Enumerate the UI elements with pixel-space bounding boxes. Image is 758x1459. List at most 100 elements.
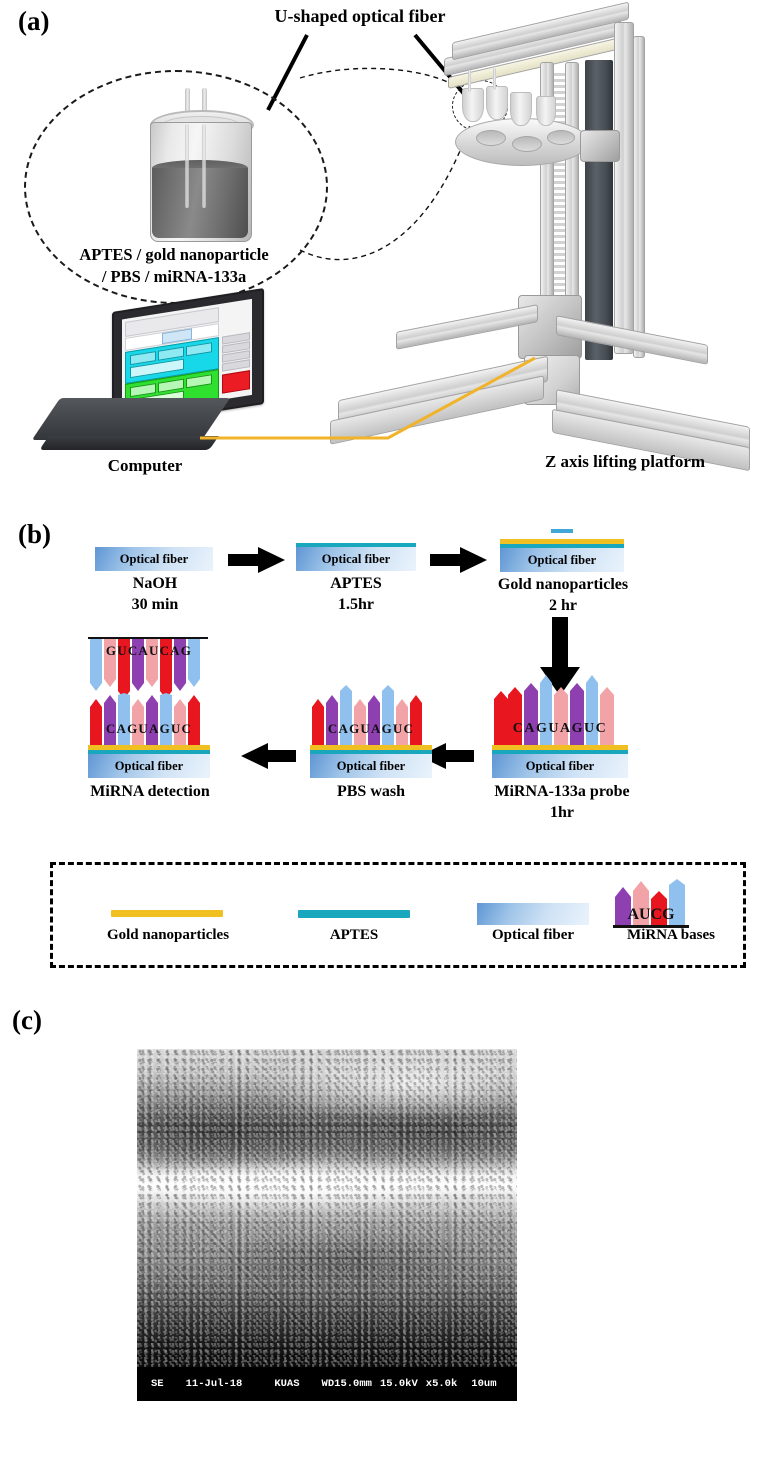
fiber-leg-left bbox=[185, 88, 190, 124]
step3-name: Gold nanoparticles bbox=[497, 576, 629, 593]
step5-fiber-text: Optical fiber bbox=[336, 758, 406, 773]
step6-sequence: CAGUAGUC bbox=[105, 721, 193, 736]
step4-sequence: CAGUAGUC bbox=[512, 721, 608, 736]
carousel-mount-bracket bbox=[580, 130, 620, 162]
step3-fiber-block: Optical fiber bbox=[500, 548, 624, 572]
right-vertical-extrusion bbox=[614, 22, 634, 354]
laptop-base bbox=[39, 436, 219, 450]
legend-bases-swatch: AUCG bbox=[613, 879, 689, 928]
step3-gold-layer bbox=[500, 539, 624, 544]
sem-date: 11-Jul-18 bbox=[185, 1378, 243, 1390]
fiber-in-liquid-left bbox=[185, 124, 189, 208]
step5-gold-layer bbox=[310, 745, 432, 750]
legend-aptes-label: APTES bbox=[329, 927, 379, 943]
screw-guide-right bbox=[565, 62, 579, 314]
vial-liquid bbox=[152, 168, 248, 238]
step1-time: 30 min bbox=[131, 596, 179, 613]
step5-sequence: CAGUAGUC bbox=[327, 721, 415, 736]
arrow-step5-to-step6 bbox=[241, 743, 296, 769]
step5-name: PBS wash bbox=[336, 783, 406, 800]
panel-b-label: (b) bbox=[18, 519, 51, 549]
arrow-step3-to-step4 bbox=[540, 617, 580, 696]
vial-on-carousel-3 bbox=[510, 92, 532, 126]
right-vertical-extrusion-outer bbox=[633, 36, 645, 358]
panel-b: (b) Optical fiber NaOH 30 min Optical fi… bbox=[0, 505, 758, 975]
carousel-hole-2 bbox=[512, 136, 542, 152]
svg-text:AUCG: AUCG bbox=[627, 906, 675, 923]
arrow-step1-to-step2 bbox=[228, 547, 285, 573]
step3-probe-marker bbox=[551, 529, 573, 533]
sem-brightness-bands bbox=[137, 1049, 517, 1401]
legend-gold-label: Gold nanoparticles bbox=[106, 927, 230, 943]
carousel-fiber-2 bbox=[493, 68, 496, 90]
sem-image: SE 11-Jul-18 KUAS WD15.0mm 15.0kV x5.0k … bbox=[137, 1049, 517, 1401]
step1-name: NaOH bbox=[132, 575, 178, 592]
step6-fiber-text: Optical fiber bbox=[114, 758, 184, 773]
sem-institution: KUAS bbox=[274, 1378, 300, 1390]
base-cross-brace-left bbox=[396, 304, 538, 350]
legend-box: Gold nanoparticles APTES Optical fiber A… bbox=[50, 862, 746, 968]
vial-on-carousel-4 bbox=[536, 96, 556, 126]
sem-signal-mode: SE bbox=[151, 1378, 164, 1390]
step2-time: 1.5hr bbox=[338, 596, 374, 613]
step4-time: 1hr bbox=[550, 804, 574, 821]
callout-title-u-shaped-fiber: U-shaped optical fiber bbox=[274, 6, 446, 26]
step6-target-backbone bbox=[88, 637, 208, 639]
sem-voltage: 15.0kV bbox=[379, 1378, 418, 1390]
step4-fiber-text: Optical fiber bbox=[525, 758, 595, 773]
step3-aptes-layer bbox=[500, 544, 624, 548]
sem-nanoparticle-texture bbox=[137, 1049, 517, 1401]
carousel-hole-3 bbox=[547, 130, 575, 145]
step2-name: APTES bbox=[330, 575, 382, 592]
step6-gold-layer bbox=[88, 745, 210, 750]
step3-fiber-text: Optical fiber bbox=[527, 552, 597, 567]
step6-name: MiRNA detection bbox=[90, 783, 210, 800]
step2-aptes-layer bbox=[296, 543, 416, 547]
panel-a: (a) U-shaped optical fiber APTES / gold … bbox=[0, 0, 758, 500]
computer-label: Computer bbox=[107, 456, 183, 475]
screen-stop-button bbox=[222, 370, 250, 394]
step4-probe-bases bbox=[494, 675, 614, 745]
step4-aptes-layer bbox=[492, 750, 628, 754]
vial-caption-line1: APTES / gold nanoparticle bbox=[79, 245, 269, 264]
laptop-keyboard bbox=[31, 398, 231, 440]
step6-aptes-layer bbox=[88, 750, 210, 754]
step2-fiber-text: Optical fiber bbox=[321, 551, 391, 566]
step4-fiber-block: Optical fiber bbox=[492, 754, 628, 778]
sem-info-bar: SE 11-Jul-18 KUAS WD15.0mm 15.0kV x5.0k … bbox=[137, 1367, 517, 1401]
step5-aptes-layer bbox=[310, 750, 432, 754]
legend-aptes-swatch bbox=[298, 910, 410, 918]
sem-working-distance: WD15.0mm bbox=[321, 1378, 372, 1390]
step5-fiber-block: Optical fiber bbox=[310, 754, 432, 778]
fiber-in-liquid-right bbox=[202, 124, 206, 208]
carousel-hole-1 bbox=[476, 130, 506, 146]
sem-magnification: x5.0k bbox=[425, 1378, 458, 1390]
platform-label: Z axis lifting platform bbox=[544, 452, 706, 471]
arrow-step4-to-step5 bbox=[419, 743, 474, 769]
dark-rail bbox=[585, 60, 613, 360]
step1-fiber-text: Optical fiber bbox=[119, 551, 189, 566]
panel-c-label: (c) bbox=[12, 1005, 42, 1035]
vial-caption-line2: / PBS / miRNA-133a bbox=[101, 267, 247, 286]
legend-fiber-swatch bbox=[477, 903, 589, 925]
step2-fiber-block: Optical fiber bbox=[296, 547, 416, 571]
step6-probe-bases bbox=[90, 693, 200, 745]
panel-c: (c) SE 11-Jul-18 KUAS WD15.0mm 15.0kV x5… bbox=[0, 995, 758, 1459]
legend-bases-label: MiRNA bases bbox=[627, 927, 715, 943]
step4-gold-layer bbox=[492, 745, 628, 750]
step3-time: 2 hr bbox=[549, 597, 577, 614]
step6-target-sequence: GUCAUCAG bbox=[105, 643, 193, 658]
step6-target-bases bbox=[90, 639, 200, 699]
step6-fiber-block: Optical fiber bbox=[88, 754, 210, 778]
legend-gold-swatch bbox=[111, 910, 223, 917]
panel-a-label: (a) bbox=[18, 6, 50, 36]
sem-scale-bar-label: 10um bbox=[471, 1378, 497, 1390]
vial-on-carousel-1 bbox=[462, 88, 484, 122]
step4-name: MiRNA-133a probe bbox=[494, 783, 630, 800]
fiber-leg-right bbox=[202, 88, 207, 124]
step5-probe-bases bbox=[312, 685, 422, 745]
legend-fiber-label: Optical fiber bbox=[491, 927, 575, 943]
step1-fiber-block: Optical fiber bbox=[95, 547, 213, 571]
vial-on-carousel-2 bbox=[486, 86, 508, 120]
arrow-step2-to-step3 bbox=[430, 547, 487, 573]
